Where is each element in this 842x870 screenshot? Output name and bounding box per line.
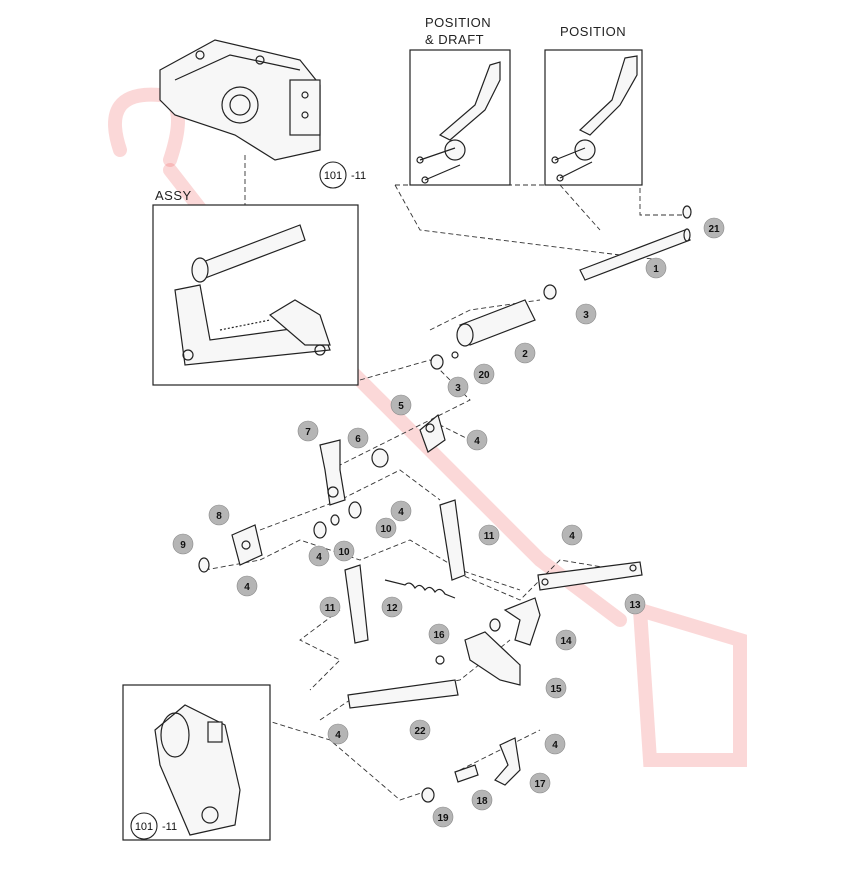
svg-text:8: 8: [216, 511, 222, 522]
position-draft-caption-line2: & DRAFT: [425, 32, 484, 47]
reference-suffix-top: -11: [351, 170, 366, 182]
callout-11: 11: [319, 596, 341, 618]
callout-11: 11: [478, 524, 500, 546]
reference-circle-label-top: 101: [324, 170, 342, 182]
svg-text:22: 22: [414, 726, 426, 737]
callout-3: 3: [447, 376, 469, 398]
svg-text:9: 9: [180, 540, 186, 551]
detail-panel: [122, 684, 271, 841]
callout-4: 4: [308, 545, 330, 567]
callout-10: 10: [333, 540, 355, 562]
callout-8: 8: [208, 504, 230, 526]
svg-text:15: 15: [550, 684, 562, 695]
svg-text:17: 17: [534, 779, 546, 790]
part-bell-crank: [435, 631, 521, 686]
part-arm: [489, 597, 541, 646]
callout-7: 7: [297, 420, 319, 442]
callout-5: 5: [390, 394, 412, 416]
svg-text:10: 10: [380, 524, 392, 535]
svg-text:16: 16: [433, 630, 445, 641]
svg-text:21: 21: [708, 224, 720, 235]
part-sleeve: [430, 284, 557, 370]
callout-6: 6: [347, 427, 369, 449]
callout-14: 14: [555, 629, 577, 651]
position-draft-caption-line1: POSITION: [425, 15, 491, 30]
part-spring: [384, 579, 456, 599]
part-disc: [198, 524, 263, 573]
svg-text:14: 14: [560, 636, 572, 647]
callout-9: 9: [172, 533, 194, 555]
part-link-bar: [537, 561, 643, 591]
assy-caption: ASSY: [155, 188, 192, 203]
svg-text:19: 19: [437, 813, 449, 824]
position-panel: POSITION: [544, 24, 643, 186]
part-small-arm: [421, 737, 521, 803]
callout-16: 16: [428, 623, 450, 645]
callout-22: 22: [409, 719, 431, 741]
part-control-lever: [313, 439, 362, 539]
part-link-lower: [344, 564, 369, 644]
svg-text:4: 4: [474, 436, 480, 447]
callout-19: 19: [432, 806, 454, 828]
hydraulic-housing: [159, 39, 321, 161]
svg-text:4: 4: [316, 552, 322, 563]
callout-12: 12: [381, 596, 403, 618]
svg-text:3: 3: [583, 310, 589, 321]
callout-4: 4: [561, 524, 583, 546]
part-link-upper: [439, 499, 466, 581]
callout-4: 4: [327, 723, 349, 745]
position-caption: POSITION: [560, 24, 626, 39]
callout-4: 4: [466, 429, 488, 451]
reference-circle-label-bottom: 101: [135, 821, 153, 833]
svg-text:7: 7: [305, 427, 311, 438]
reference-tag-top: 101 -11: [319, 161, 366, 189]
callout-18: 18: [471, 789, 493, 811]
svg-text:4: 4: [569, 531, 575, 542]
svg-text:18: 18: [476, 796, 488, 807]
callout-15: 15: [545, 677, 567, 699]
svg-text:11: 11: [484, 531, 495, 542]
callouts: 1 2 3 3 4 4 4 4 4 4 4 4 5 6 7 8 9 10 10 …: [172, 217, 725, 828]
assy-panel: ASSY: [152, 188, 359, 386]
svg-text:6: 6: [355, 434, 361, 445]
svg-text:4: 4: [244, 582, 250, 593]
reference-tag-bottom: 101 -11: [130, 812, 177, 840]
svg-text:20: 20: [478, 370, 490, 381]
callout-13: 13: [624, 593, 646, 615]
svg-text:10: 10: [338, 547, 350, 558]
svg-text:2: 2: [522, 349, 528, 360]
svg-text:13: 13: [629, 600, 641, 611]
callout-4: 4: [390, 500, 412, 522]
svg-text:4: 4: [398, 507, 404, 518]
part-lever-plate: [371, 413, 446, 468]
reference-suffix-bottom: -11: [162, 821, 177, 833]
svg-text:5: 5: [398, 401, 404, 412]
svg-text:4: 4: [552, 740, 558, 751]
svg-text:12: 12: [386, 603, 398, 614]
callout-2: 2: [514, 342, 536, 364]
svg-text:3: 3: [455, 383, 461, 394]
callout-4: 4: [544, 733, 566, 755]
callout-4: 4: [236, 575, 258, 597]
callout-1: 1: [645, 257, 667, 279]
part-shaft: [579, 205, 692, 281]
position-draft-panel: POSITION & DRAFT: [409, 15, 511, 186]
callout-21: 21: [703, 217, 725, 239]
callout-3: 3: [575, 303, 597, 325]
svg-text:4: 4: [335, 730, 341, 741]
callout-20: 20: [473, 363, 495, 385]
svg-text:1: 1: [653, 264, 659, 275]
callout-17: 17: [529, 772, 551, 794]
svg-text:11: 11: [325, 603, 336, 614]
callout-10: 10: [375, 517, 397, 539]
part-long-bar: [347, 679, 459, 709]
